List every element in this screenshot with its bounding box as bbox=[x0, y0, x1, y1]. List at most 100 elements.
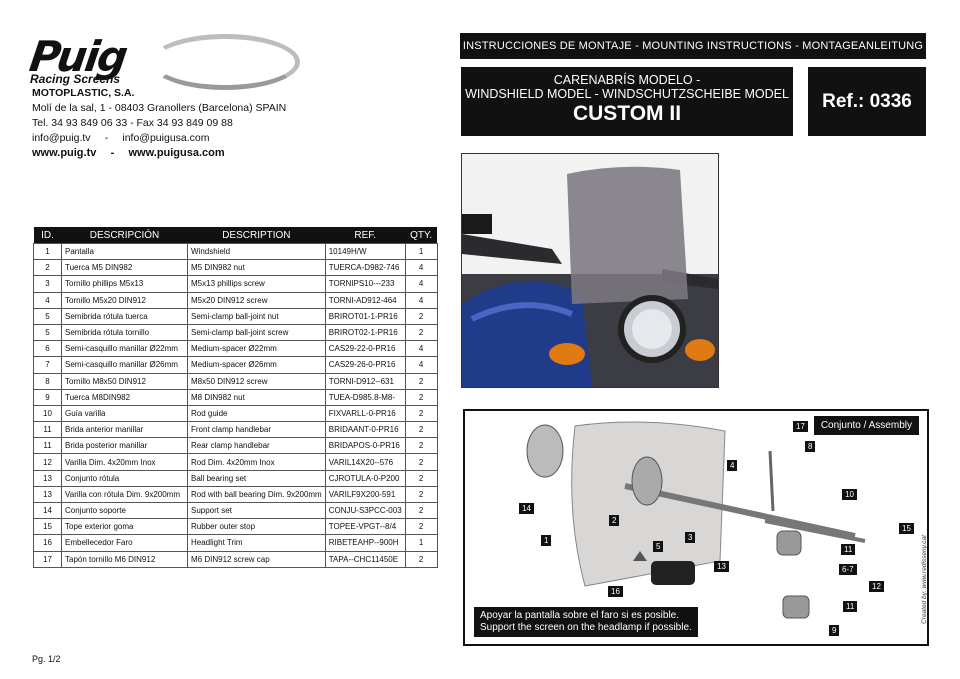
cell-description: Ball bearing set bbox=[187, 469, 326, 487]
cell-descripcion: Tope exterior goma bbox=[61, 518, 188, 536]
callout-12: 12 bbox=[869, 581, 884, 592]
cell-descripcion: Conjunto soporte bbox=[61, 501, 188, 520]
logo-swoosh bbox=[150, 34, 300, 90]
cell-qty: 2 bbox=[404, 437, 438, 455]
cell-qty: 2 bbox=[404, 453, 438, 471]
product-photo bbox=[461, 153, 719, 388]
cell-ref: CAS29-22-0-PR16 bbox=[324, 340, 406, 358]
cell-qty: 4 bbox=[404, 340, 438, 358]
cell-ref: CJROTULA-0-P200 bbox=[324, 469, 406, 487]
cell-ref: BRIROT01-1-PR16 bbox=[324, 307, 406, 325]
cell-ref: TORNI-AD912-464 bbox=[324, 291, 406, 309]
logo-subtitle: Racing Screens bbox=[30, 72, 121, 86]
cell-descripcion: Tuerca M5 DIN982 bbox=[61, 259, 188, 277]
cell-description: M8x50 DIN912 screw bbox=[187, 372, 326, 390]
cell-qty: 2 bbox=[404, 323, 438, 342]
cell-description: Rod Dim. 4x20mm Inox bbox=[187, 453, 326, 471]
cell-descripcion: Semi-casquillo manillar Ø26mm bbox=[61, 356, 188, 374]
company-name: MOTOPLASTIC, S.A. bbox=[32, 87, 135, 99]
cell-qty: 1 bbox=[404, 534, 438, 552]
separator: - bbox=[104, 132, 109, 144]
cell-qty: 2 bbox=[404, 501, 438, 520]
cell-id: 5 bbox=[33, 307, 62, 325]
cell-description: Semi-clamp ball-joint nut bbox=[187, 307, 326, 325]
callout-16: 16 bbox=[608, 586, 623, 597]
cell-description: Medium-spacer Ø22mm bbox=[187, 340, 326, 358]
cell-descripcion: Guía varilla bbox=[61, 404, 188, 423]
assembly-note: Apoyar la pantalla sobre el faro si es p… bbox=[474, 607, 698, 637]
cell-id: 17 bbox=[33, 550, 62, 568]
cell-id: 6 bbox=[33, 340, 62, 358]
puig-logo: Puig Racing Screens bbox=[27, 30, 300, 90]
cell-ref: BRIROT02-1-PR16 bbox=[324, 323, 406, 342]
callout-17: 17 bbox=[793, 421, 808, 432]
cell-ref: TORNIPS10---233 bbox=[324, 275, 406, 293]
email-link-1[interactable]: info@puig.tv bbox=[32, 132, 91, 144]
cell-qty: 4 bbox=[404, 356, 438, 374]
cell-ref: VARIL14X20--576 bbox=[324, 453, 406, 471]
cell-description: Windshield bbox=[187, 242, 326, 261]
cell-id: 15 bbox=[33, 518, 62, 536]
callout-4: 4 bbox=[727, 460, 738, 471]
cell-descripcion: Tapón tornillo M6 DIN912 bbox=[61, 550, 188, 568]
cell-id: 12 bbox=[33, 453, 62, 471]
cell-descripcion: Semibrida rótula tuerca bbox=[61, 307, 188, 325]
cell-description: Rod guide bbox=[187, 404, 326, 423]
cell-qty: 2 bbox=[404, 404, 438, 423]
cell-description: M6 DIN912 screw cap bbox=[187, 550, 326, 568]
cell-qty: 2 bbox=[404, 421, 438, 439]
callout-1: 1 bbox=[541, 535, 552, 546]
credit-text: Created by: www.redisseny.cat bbox=[921, 535, 929, 624]
motorcycle-windshield-image bbox=[462, 154, 718, 387]
cell-qty: 2 bbox=[404, 518, 438, 536]
cell-id: 13 bbox=[33, 485, 62, 504]
cell-descripcion: Semibrida rótula tornillo bbox=[61, 323, 188, 342]
cell-descripcion: Varilla con rótula Dim. 9x200mm bbox=[61, 485, 188, 504]
reference-box: Ref.: 0336 bbox=[808, 67, 926, 136]
cell-id: 1 bbox=[33, 242, 62, 261]
model-name: CUSTOM II bbox=[572, 102, 682, 125]
cell-descripcion: Pantalla bbox=[61, 242, 188, 261]
cell-ref: TUERCA-D982-746 bbox=[324, 259, 406, 277]
col-header-descripcion: DESCRIPCIÓN bbox=[61, 227, 188, 244]
cell-description: Headlight Trim bbox=[187, 534, 326, 552]
email-link-2[interactable]: info@puigusa.com bbox=[122, 132, 210, 144]
company-address: Molí de la sal, 1 - 08403 Granollers (Ba… bbox=[32, 102, 287, 114]
note-english: Support the screen on the headlamp if po… bbox=[480, 622, 692, 633]
cell-description: Support set bbox=[187, 501, 326, 520]
web-link-1[interactable]: www.puig.tv bbox=[32, 147, 97, 159]
separator: - bbox=[110, 147, 115, 159]
cell-qty: 2 bbox=[404, 469, 438, 487]
callout-10: 10 bbox=[842, 489, 857, 500]
callout-8: 8 bbox=[805, 441, 816, 452]
cell-description: M5 DIN982 nut bbox=[187, 259, 326, 277]
cell-descripcion: Brida posterior manillar bbox=[61, 437, 188, 455]
cell-qty: 4 bbox=[404, 291, 438, 309]
cell-description: M5x13 phillips screw bbox=[187, 275, 326, 293]
cell-qty: 1 bbox=[404, 242, 438, 261]
cell-id: 13 bbox=[33, 469, 62, 487]
cell-ref: BRIDAANT-0-PR16 bbox=[324, 421, 406, 439]
cell-qty: 2 bbox=[404, 485, 438, 504]
cell-description: Medium-spacer Ø26mm bbox=[187, 356, 326, 374]
cell-descripcion: Tornillo M5x20 DIN912 bbox=[61, 291, 188, 309]
cell-id: 11 bbox=[33, 421, 62, 439]
web-link-2[interactable]: www.puigusa.com bbox=[128, 147, 225, 159]
callout-15: 15 bbox=[899, 523, 914, 534]
cell-descripcion: Tornillo phillips M5x13 bbox=[61, 275, 188, 293]
cell-id: 3 bbox=[33, 275, 62, 293]
